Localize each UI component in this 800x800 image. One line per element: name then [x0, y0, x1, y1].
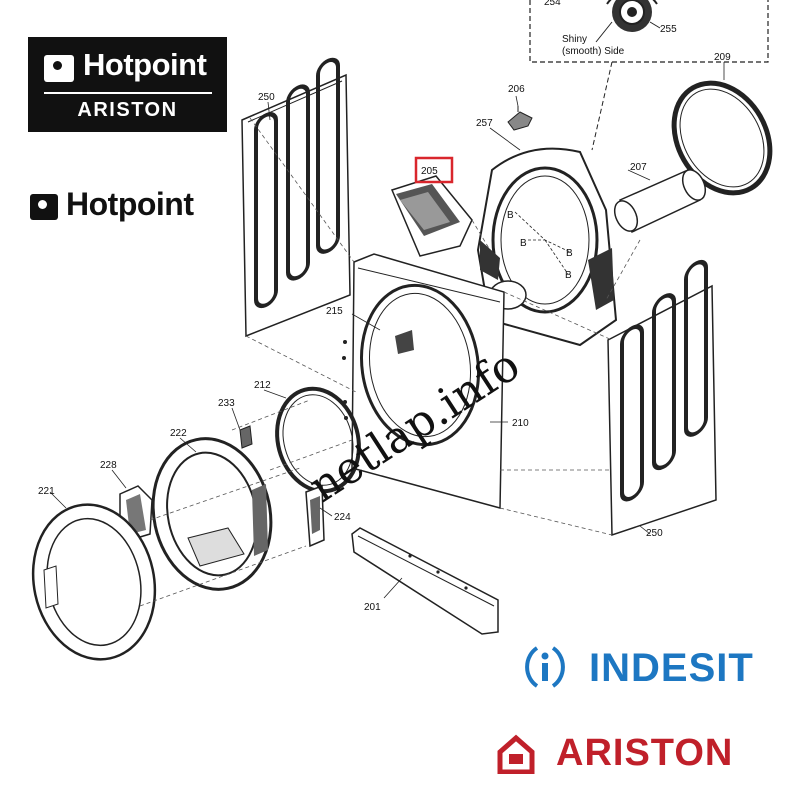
- part-label-233: 233: [218, 398, 235, 409]
- callout-note: Shiny: [562, 34, 587, 45]
- door-hinge: [305, 484, 325, 548]
- part-label-210: 210: [512, 418, 529, 429]
- part-label-206: 206: [508, 84, 525, 95]
- part-label-228: 228: [100, 460, 117, 471]
- callout-label-255: 255: [660, 24, 677, 35]
- part-label-205: 205: [421, 166, 438, 177]
- inner-door: [151, 437, 273, 591]
- part-label-207: 207: [630, 162, 647, 173]
- detail-callout: Shiny (smooth) Side 254 255: [529, 0, 769, 151]
- marker-b-3: B: [566, 248, 573, 259]
- hotpoint-ariston-logo: Hotpoint ARISTON: [28, 37, 227, 132]
- door-seal-ring: [275, 386, 361, 494]
- marker-b-1: B: [507, 210, 514, 221]
- hotpoint-ariston-sub: ARISTON: [77, 99, 178, 121]
- indesit-logo: INDESIT: [525, 640, 765, 700]
- label-leaders: [49, 62, 725, 599]
- part-label-257: 257: [476, 118, 493, 129]
- lint-filter: [390, 175, 473, 257]
- door-lock-part: [239, 425, 253, 449]
- hotpoint-mark-icon: [44, 55, 74, 82]
- door-catch-part: [507, 106, 533, 131]
- part-label-215: 215: [326, 306, 343, 317]
- hotpoint-brand: Hotpoint: [66, 186, 194, 222]
- marker-b-4: B: [565, 270, 572, 281]
- part-label-212: 212: [254, 380, 271, 391]
- hotpoint-mark-icon: [30, 194, 58, 220]
- part-label-201: 201: [364, 602, 381, 613]
- logo-divider: [44, 92, 212, 94]
- side-panel-left: [241, 57, 351, 338]
- marker-b-2: B: [520, 238, 527, 249]
- part-label-221: 221: [38, 486, 55, 497]
- rear-drum-seal: [671, 80, 773, 196]
- part-label-224: 224: [334, 512, 351, 523]
- ariston-logo: ARISTON: [496, 730, 776, 780]
- indesit-mark-icon: [525, 646, 565, 688]
- front-panel: [342, 253, 505, 509]
- part-label-250-left: 250: [258, 92, 275, 103]
- callout-label-254: 254: [544, 0, 561, 8]
- assembly-guide-lines: [139, 117, 641, 607]
- callout-note-2: (smooth) Side: [562, 46, 625, 57]
- outer-door-ring: [31, 503, 157, 661]
- ariston-brand: ARISTON: [556, 732, 734, 774]
- part-label-222: 222: [170, 428, 187, 439]
- highlight-box-205: [414, 156, 454, 184]
- indesit-brand: INDESIT: [589, 646, 754, 690]
- part-label-209: 209: [714, 52, 731, 63]
- plinth-panel: [351, 527, 499, 635]
- felt-seal-roll: [613, 169, 707, 234]
- part-label-250-right: 250: [646, 528, 663, 539]
- hotpoint-ariston-brand: Hotpoint: [83, 47, 207, 82]
- ariston-house-icon: [497, 734, 535, 774]
- side-panel-right: [607, 259, 717, 537]
